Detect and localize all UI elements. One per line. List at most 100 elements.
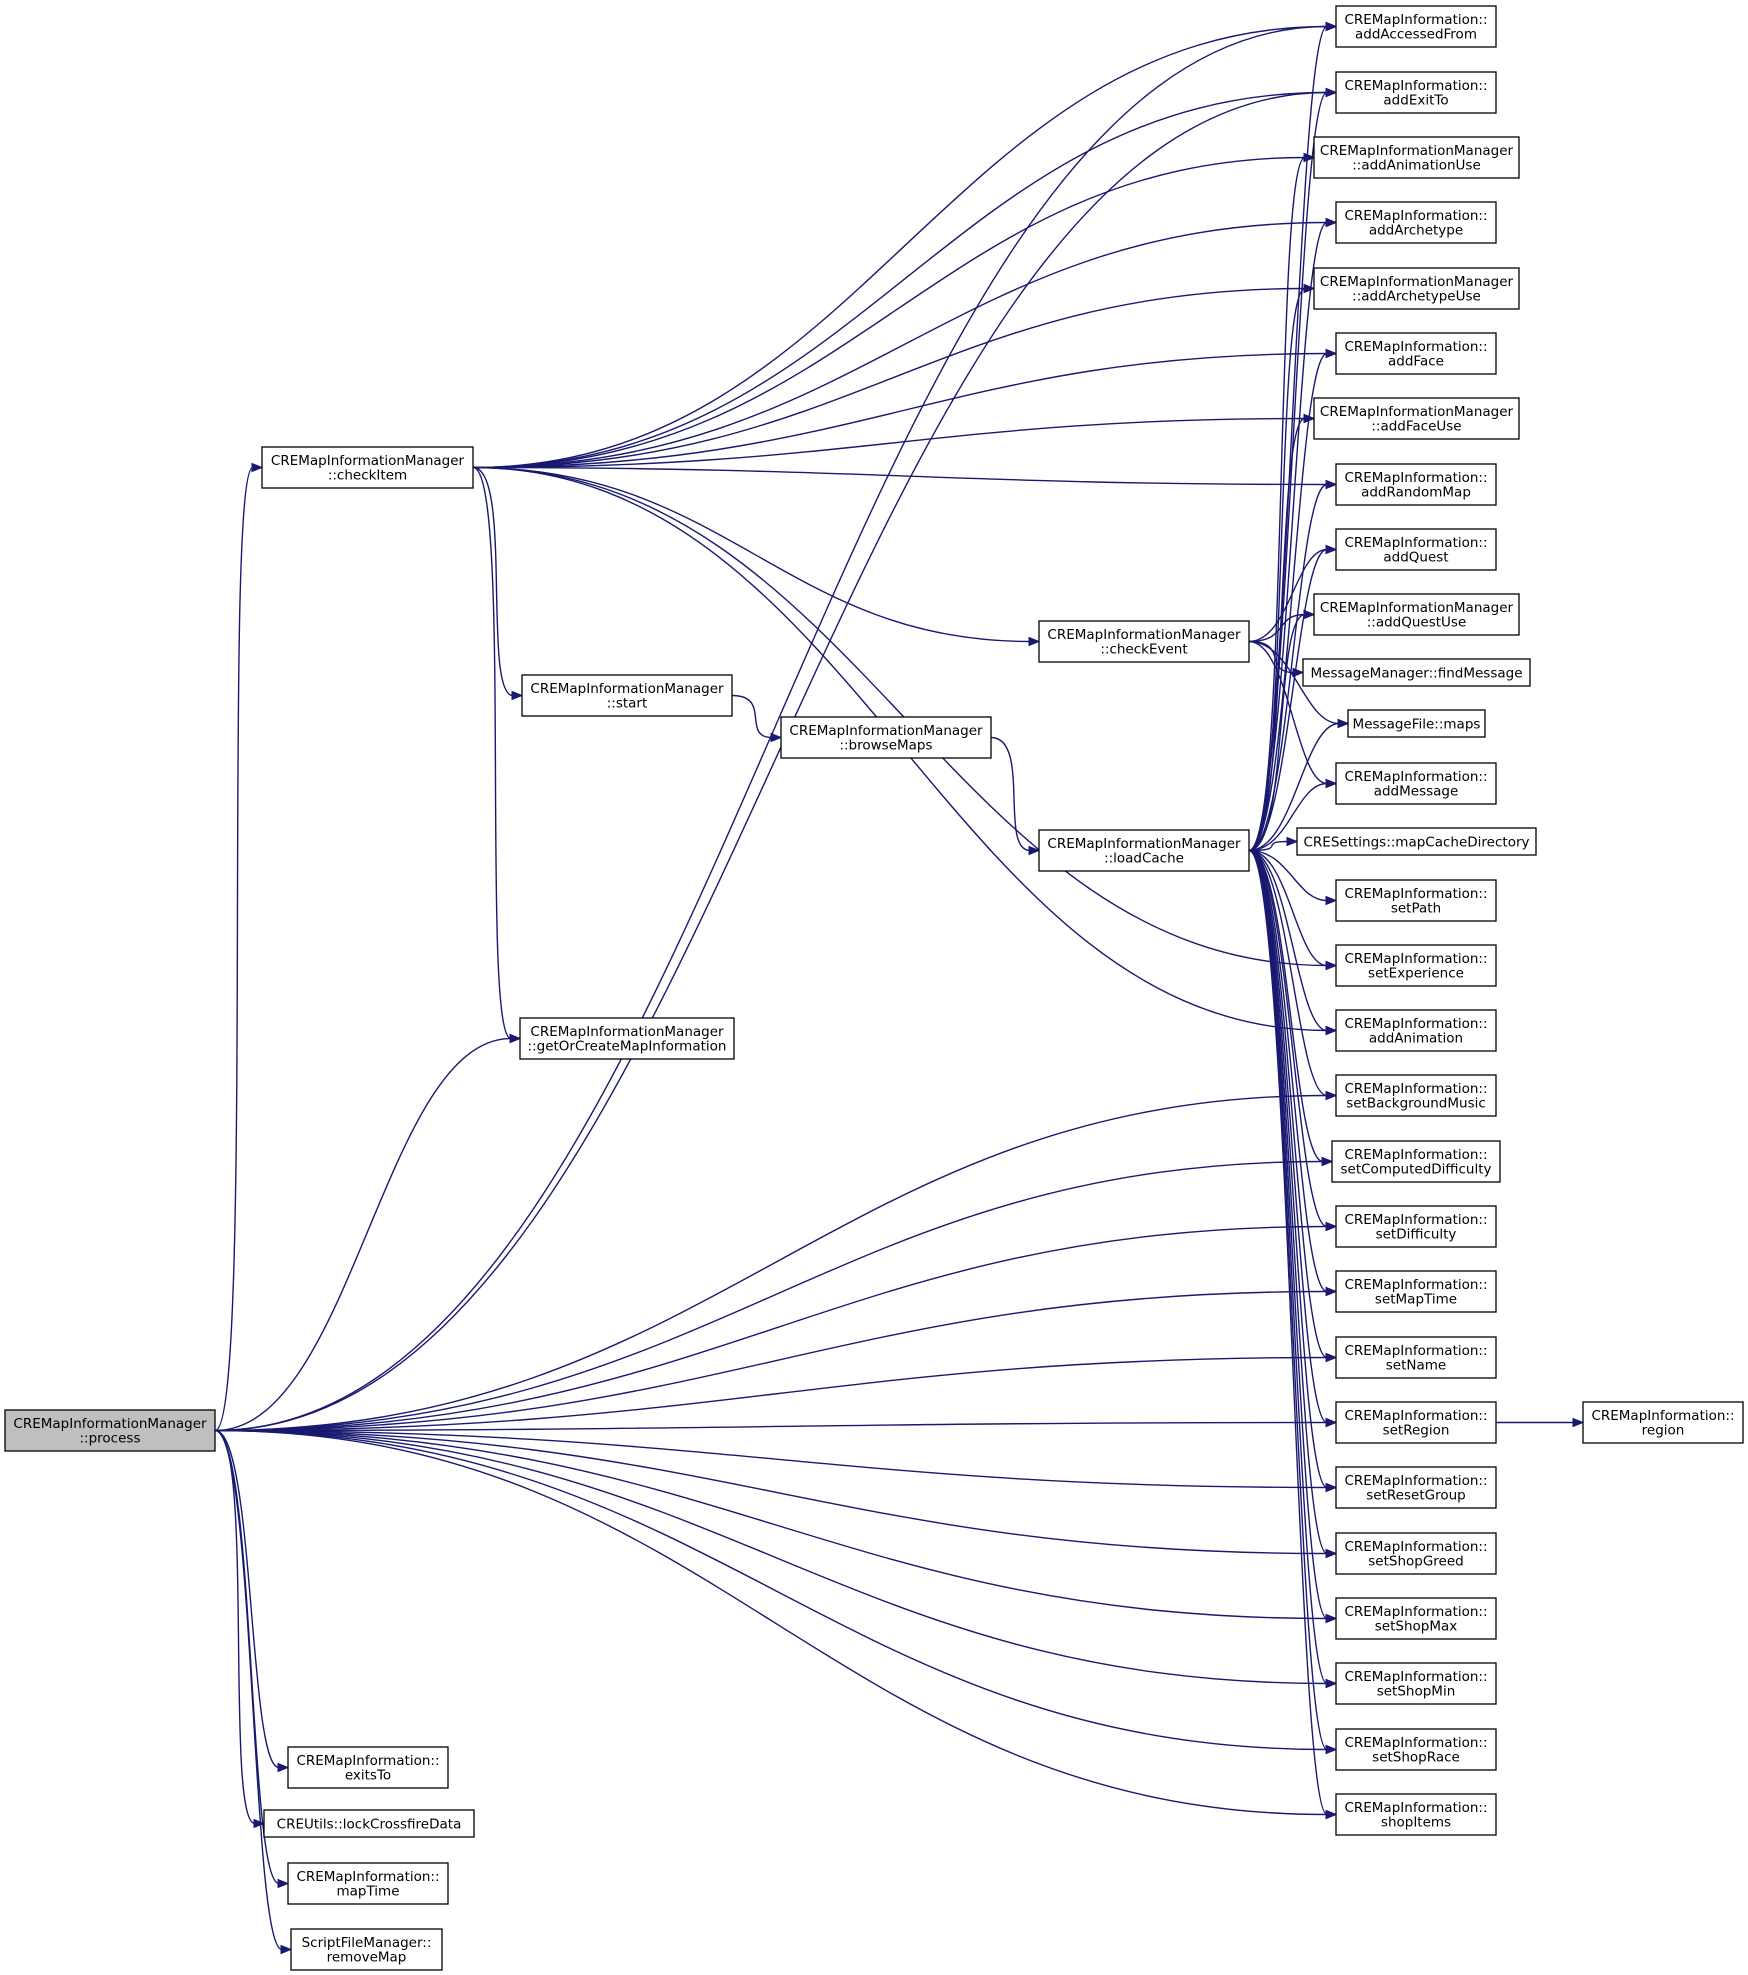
node-find-message[interactable]: MessageManager::findMessage (1302, 658, 1531, 687)
node-label-line: CREMapInformationManager (13, 1416, 207, 1432)
node-set-shop-greed[interactable]: CREMapInformation::setShopGreed (1335, 1532, 1497, 1575)
node-box (1335, 1270, 1497, 1313)
node-label-line: CREMapInformation:: (1344, 1212, 1487, 1228)
edge-line (214, 1429, 280, 1769)
node-get-or-create[interactable]: CREMapInformationManager::getOrCreateMap… (519, 1017, 735, 1060)
edge-start-to-browse-maps (731, 694, 783, 743)
node-label-line: CREMapInformationManager (1047, 836, 1241, 852)
arrowhead-icon (1325, 1025, 1338, 1036)
node-box (1335, 1728, 1497, 1771)
arrowhead-icon (1303, 152, 1316, 163)
edge-line (1248, 287, 1306, 852)
edge-line (472, 221, 1328, 469)
node-box (1335, 1793, 1497, 1836)
edge-line (214, 1094, 1328, 1432)
node-add-face[interactable]: CREMapInformation::addFace (1335, 332, 1497, 375)
node-box (1313, 267, 1520, 310)
node-label-line: removeMap (327, 1950, 407, 1966)
arrowhead-icon (1325, 1221, 1338, 1232)
node-load-cache[interactable]: CREMapInformationManager::loadCache (1038, 829, 1250, 872)
edge-line (472, 91, 1328, 469)
arrowhead-icon (1325, 1286, 1338, 1297)
node-exits-to[interactable]: CREMapInformation::exitsTo (287, 1746, 449, 1789)
node-set-shop-race[interactable]: CREMapInformation::setShopRace (1335, 1728, 1497, 1771)
node-set-experience[interactable]: CREMapInformation::setExperience (1335, 944, 1497, 987)
node-box (1347, 709, 1486, 738)
edge-load-cache-to-map-cache-dir (1248, 836, 1299, 852)
edge-load-cache-to-set-region (1248, 849, 1338, 1428)
edge-line (214, 1429, 1328, 1555)
node-set-background-music[interactable]: CREMapInformation::setBackgroundMusic (1335, 1074, 1497, 1117)
node-map-time[interactable]: CREMapInformation::mapTime (287, 1862, 449, 1905)
edge-line (1248, 156, 1306, 852)
node-set-region[interactable]: CREMapInformation::setRegion (1335, 1401, 1497, 1444)
node-label-line: CREMapInformation:: (1344, 12, 1487, 28)
node-label-line: ::addFaceUse (1371, 419, 1461, 435)
node-box (1582, 1401, 1744, 1444)
edge-process-to-set-shop-min (214, 1429, 1338, 1689)
arrowhead-icon (770, 732, 783, 743)
node-set-shop-min[interactable]: CREMapInformation::setShopMin (1335, 1662, 1497, 1705)
node-set-shop-max[interactable]: CREMapInformation::setShopMax (1335, 1597, 1497, 1640)
node-label-line: CREMapInformation:: (1344, 1669, 1487, 1685)
node-box (1335, 1009, 1497, 1052)
node-remove-map[interactable]: ScriptFileManager::removeMap (290, 1928, 443, 1971)
arrowhead-icon (1303, 609, 1316, 620)
arrowhead-icon (1325, 1417, 1338, 1428)
node-start[interactable]: CREMapInformationManager::start (521, 674, 733, 717)
edge-line (731, 694, 773, 739)
node-region[interactable]: CREMapInformation::region (1582, 1401, 1744, 1444)
edge-process-to-set-difficulty (214, 1221, 1338, 1432)
node-add-archetype[interactable]: CREMapInformation::addArchetype (1335, 201, 1497, 244)
node-shop-items[interactable]: CREMapInformation::shopItems (1335, 1793, 1497, 1836)
edge-line (472, 466, 1031, 643)
node-box (1335, 201, 1497, 244)
node-set-path[interactable]: CREMapInformation::setPath (1335, 879, 1497, 922)
node-check-item[interactable]: CREMapInformationManager::checkItem (261, 446, 474, 489)
node-add-message[interactable]: CREMapInformation::addMessage (1335, 762, 1497, 805)
node-label-line: addRandomMap (1361, 485, 1471, 501)
node-check-event[interactable]: CREMapInformationManager::checkEvent (1038, 620, 1250, 663)
node-add-quest[interactable]: CREMapInformation::addQuest (1335, 528, 1497, 571)
node-label-line: CREMapInformation:: (296, 1753, 439, 1769)
node-lock-crossfire[interactable]: CREUtils::lockCrossfireData (263, 1809, 475, 1838)
node-set-reset-group[interactable]: CREMapInformation::setResetGroup (1335, 1466, 1497, 1509)
node-set-computed-difficulty[interactable]: CREMapInformation::setComputedDifficulty (1331, 1140, 1501, 1183)
node-label-line: CREMapInformationManager (1320, 274, 1514, 290)
node-label-line: setResetGroup (1366, 1488, 1465, 1504)
node-browse-maps[interactable]: CREMapInformationManager::browseMaps (780, 716, 992, 759)
node-label-line: addArchetype (1369, 223, 1463, 239)
node-add-quest-use[interactable]: CREMapInformationManager::addQuestUse (1313, 593, 1520, 636)
node-label-line: CREMapInformation:: (1344, 535, 1487, 551)
edge-line (1248, 849, 1328, 1359)
node-add-face-use[interactable]: CREMapInformationManager::addFaceUse (1313, 397, 1520, 440)
arrowhead-icon (1325, 778, 1338, 789)
node-add-animation[interactable]: CREMapInformation::addAnimation (1335, 1009, 1497, 1052)
node-map-cache-dir[interactable]: CRESettings::mapCacheDirectory (1296, 827, 1537, 856)
edge-line (472, 287, 1306, 469)
node-add-animation-use[interactable]: CREMapInformationManager::addAnimationUs… (1313, 136, 1520, 179)
arrowhead-icon (1325, 1678, 1338, 1689)
arrowhead-icon (1325, 348, 1338, 359)
node-add-archetype-use[interactable]: CREMapInformationManager::addArchetypeUs… (1313, 267, 1520, 310)
node-add-random-map[interactable]: CREMapInformation::addRandomMap (1335, 463, 1497, 506)
node-label-line: ::addQuestUse (1367, 615, 1467, 631)
node-add-exit-to[interactable]: CREMapInformation::addExitTo (1335, 71, 1497, 114)
node-set-difficulty[interactable]: CREMapInformation::setDifficulty (1335, 1205, 1497, 1248)
node-box (261, 446, 474, 489)
edge-process-to-exits-to (214, 1429, 290, 1773)
node-maps[interactable]: MessageFile::maps (1347, 709, 1486, 738)
node-label-line: CREMapInformationManager (530, 1024, 724, 1040)
edge-line (472, 466, 514, 697)
node-set-map-time[interactable]: CREMapInformation::setMapTime (1335, 1270, 1497, 1313)
arrowhead-icon (1325, 1090, 1338, 1101)
edge-process-to-add-accessed-from (214, 21, 1338, 1432)
arrowhead-icon (1321, 1156, 1334, 1167)
node-set-name[interactable]: CREMapInformation::setName (1335, 1336, 1497, 1379)
node-label-line: CREMapInformation:: (1344, 470, 1487, 486)
node-label-line: ::addArchetypeUse (1352, 289, 1481, 305)
node-label-line: ::start (607, 696, 648, 712)
node-process[interactable]: CREMapInformationManager::process (4, 1409, 216, 1452)
node-add-accessed-from[interactable]: CREMapInformation::addAccessedFrom (1335, 5, 1497, 48)
